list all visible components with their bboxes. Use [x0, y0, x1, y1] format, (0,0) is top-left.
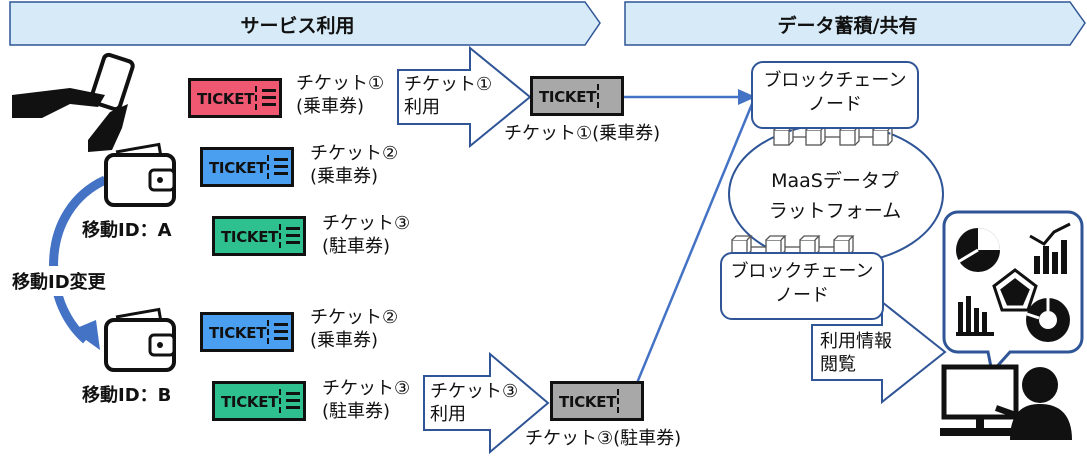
id-change-arrow [49, 175, 108, 344]
donut-chart-icon [1026, 298, 1070, 342]
ticket-3b-label: チケット③ (駐車券) [322, 378, 411, 422]
use-arrow-3-shape [423, 351, 550, 455]
banner-service-title: サービス利用 [240, 15, 355, 37]
ticket-2a-label: チケット② (乗車券) [310, 143, 399, 187]
ticket-1-label: チケット① (乗車券) [296, 73, 385, 117]
ticket-2b-label: チケット② (乗車券) [310, 307, 399, 351]
use-arrow-1-label: チケット① 利用 [404, 74, 493, 118]
person-at-computer-icon [940, 364, 1072, 440]
use-arrow-3-label: チケット③ 利用 [430, 381, 519, 425]
view-arrow-label: 利用情報 閲覧 [820, 331, 892, 375]
banner-data-shape [624, 1, 1086, 46]
ticket-3b-card: TICKET [212, 381, 306, 421]
use-arrow-1-shape [397, 45, 532, 149]
banner-data-title: データ蓄積/共有 [777, 15, 918, 37]
ticket-2a-word: TICKET [209, 159, 267, 177]
maas-platform-label: MaaSデータプ ラットフォーム [768, 170, 902, 222]
analytics-bubble [942, 210, 1084, 376]
used-ticket-1-label: チケット①(乗車券) [504, 123, 661, 144]
wallet-a-icon [104, 142, 176, 207]
blockchain-node-top: ブロックチェーン ノード [751, 61, 919, 129]
view-arrow-shape [811, 299, 947, 405]
wallet-b-icon [104, 307, 176, 372]
flow-line-3 [628, 103, 754, 401]
blockchain-node-bottom: ブロックチェーン ノード [720, 252, 884, 320]
smartphone-hand-icon [12, 52, 135, 152]
flow-line-1-head [738, 89, 756, 105]
ticket-2b-card: TICKET [200, 312, 294, 352]
used-ticket-3-card: TICKET [550, 381, 644, 421]
id-change-arrowhead [72, 320, 100, 350]
used-ticket-1-word: TICKET [539, 88, 597, 106]
radar-chart-icon [992, 268, 1038, 312]
ticket-3a-word: TICKET [221, 228, 279, 246]
bar-chart-icon [1029, 222, 1071, 274]
used-ticket-1-card: TICKET [530, 76, 624, 116]
ticket-3b-word: TICKET [221, 393, 279, 411]
mobility-id-a: 移動ID：A [82, 220, 172, 241]
used-ticket-3-word: TICKET [559, 393, 617, 411]
ticket-3a-card: TICKET [212, 216, 306, 256]
mobility-id-b: 移動ID：B [82, 385, 172, 406]
ticket-3a-label: チケット③ (駐車券) [322, 213, 411, 257]
pie-chart-icon [956, 228, 1000, 272]
ticket-2b-word: TICKET [209, 324, 267, 342]
ticket-1-card: TICKET [188, 78, 282, 118]
mobility-id-change-label: 移動ID変更 [8, 266, 110, 296]
banner-service-shape [9, 1, 601, 46]
ticket-2a-card: TICKET [200, 147, 294, 187]
used-ticket-3-label: チケット③(駐車券) [525, 428, 682, 449]
bar-chart-3d-icon [956, 296, 994, 336]
ticket-1-word: TICKET [197, 90, 255, 108]
